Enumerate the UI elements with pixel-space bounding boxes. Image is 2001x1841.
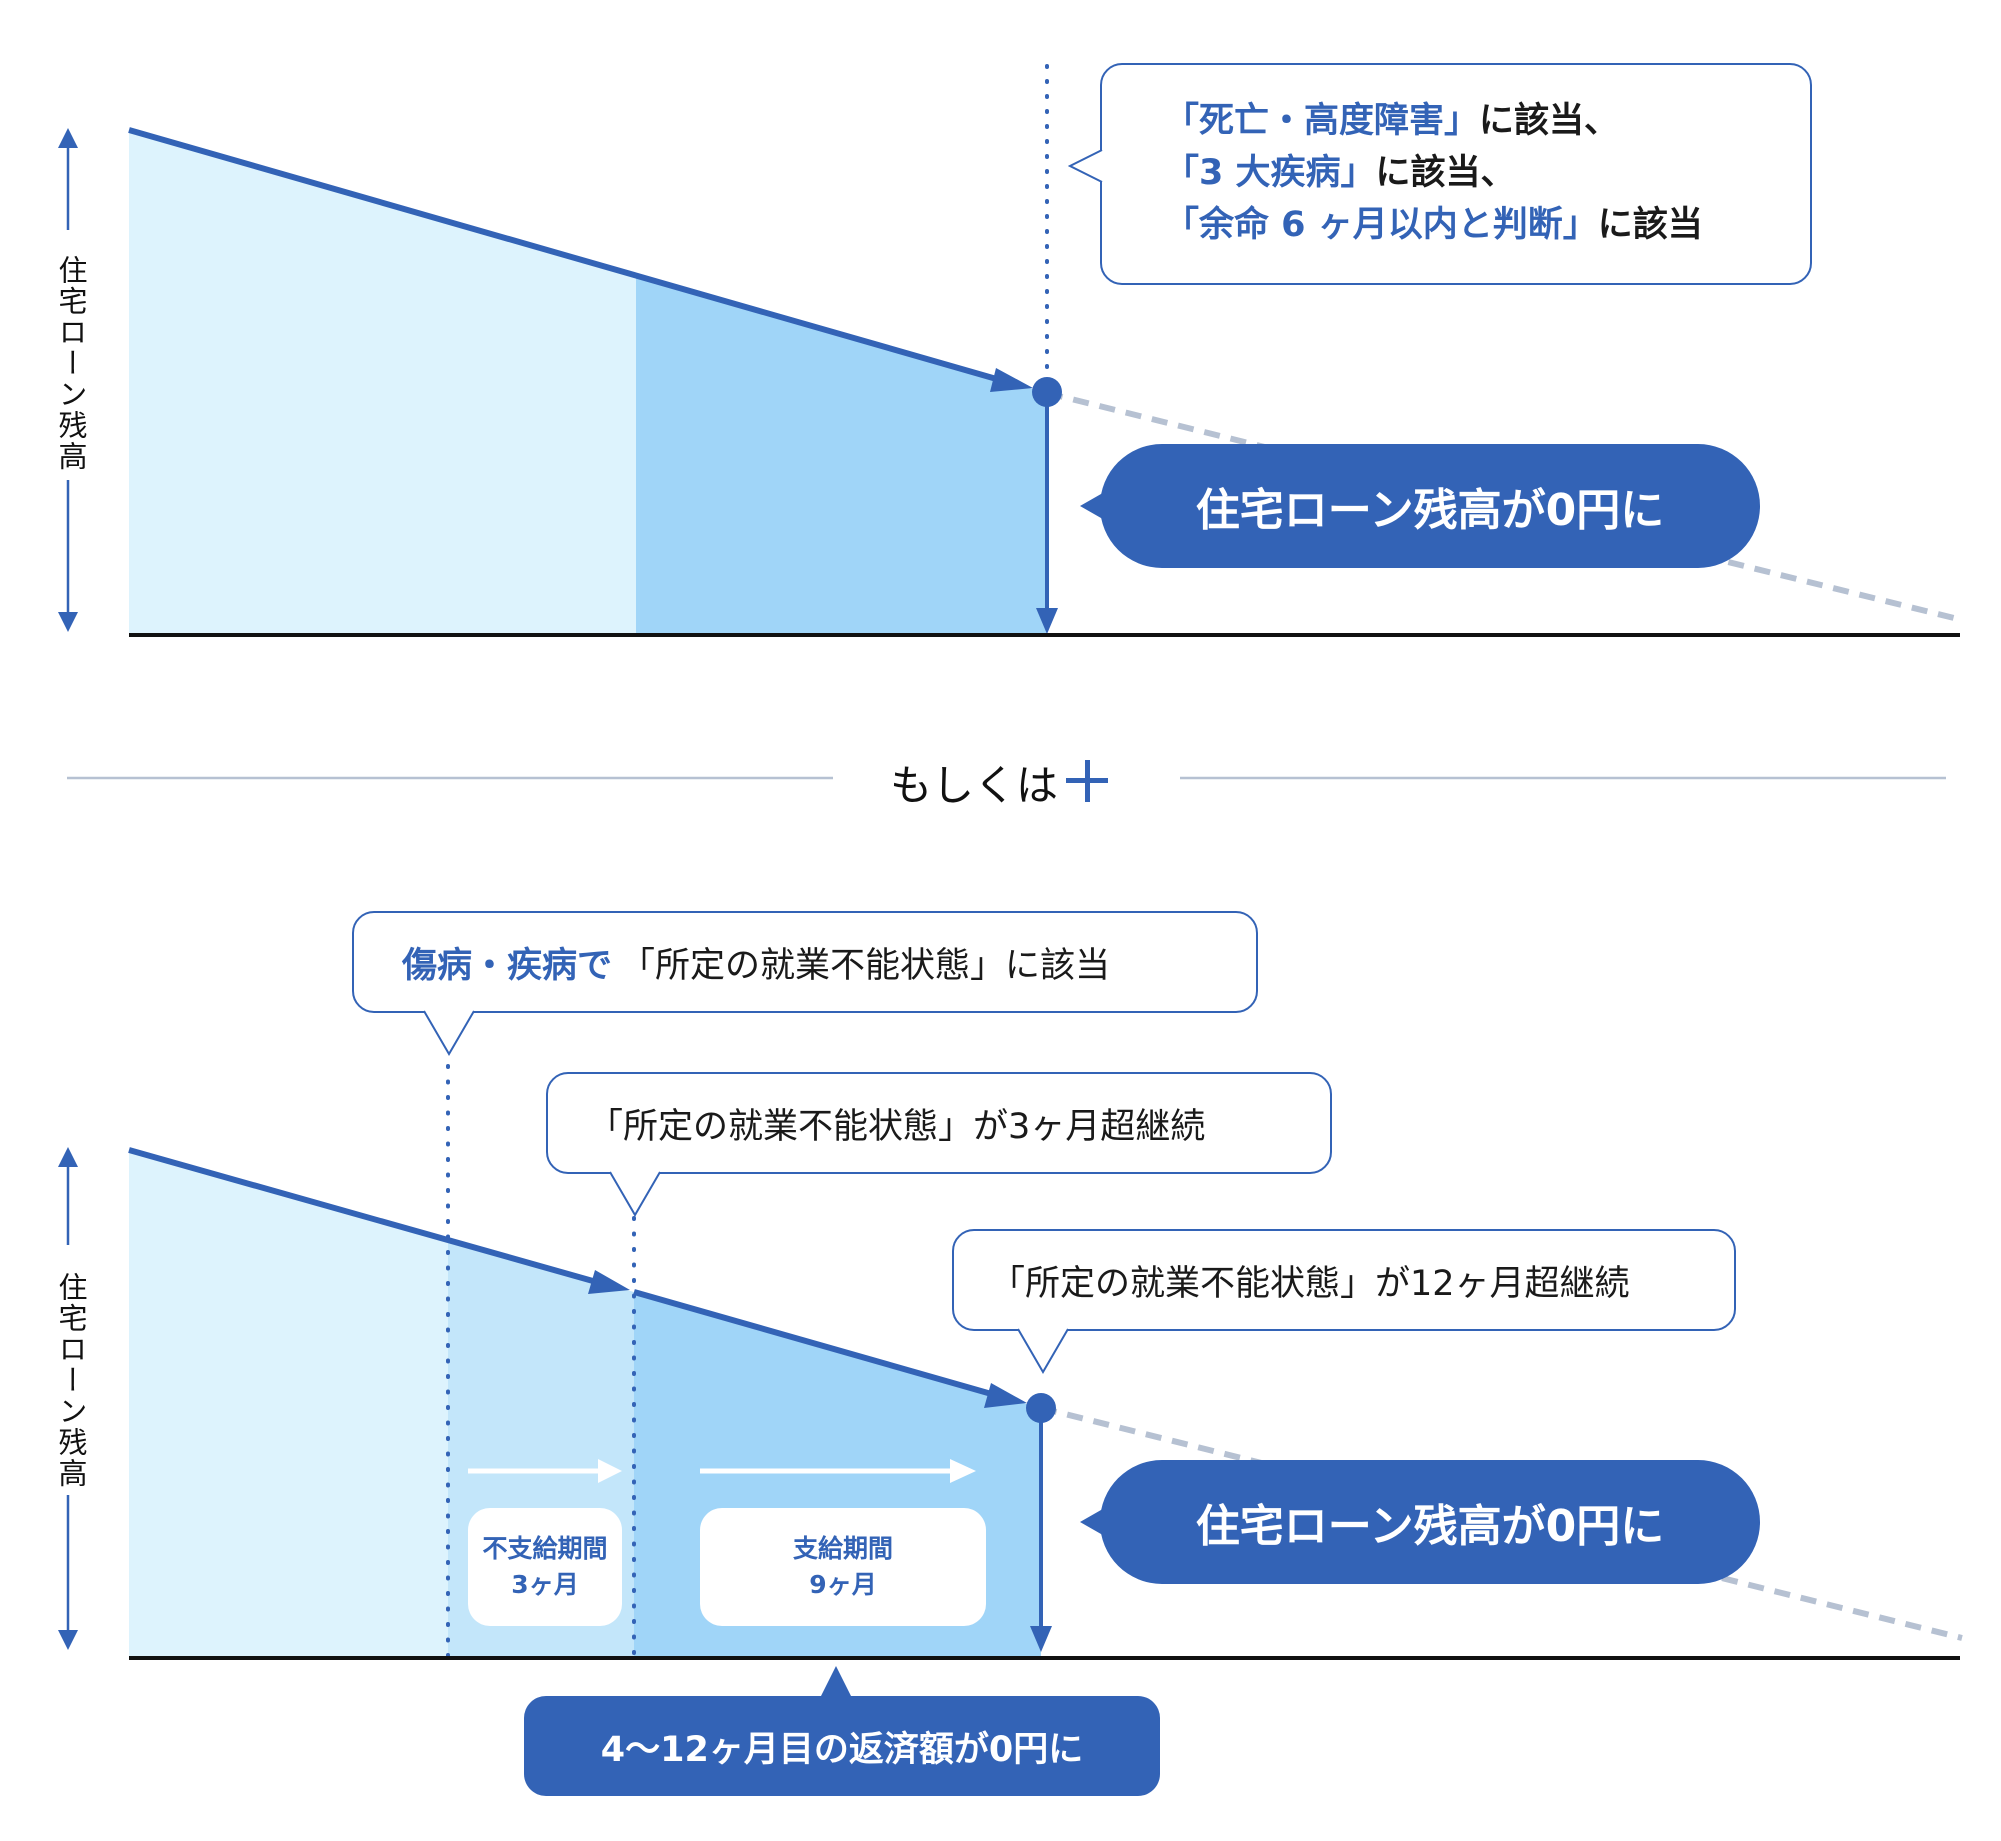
- payment-zero-pill-tail: [820, 1666, 852, 1698]
- top-condition-callout: 「死亡・高度障害」に該当、 「3 大疾病」に該当、 「余命 6 ヶ月以内と判断」…: [1100, 63, 1812, 285]
- bottom-y-axis-up-arrowhead: [58, 1147, 78, 1167]
- twelve-month-callout-text: 「所定の就業不能状態」が12ヶ月超継続: [990, 1263, 1630, 1304]
- nonpayment-period-arrowhead: [598, 1459, 622, 1483]
- nonpayment-period-box: 不支給期間 3ヶ月: [468, 1508, 622, 1626]
- payment-period-duration: 9ヶ月: [809, 1570, 877, 1599]
- top-area-recent-period: [636, 276, 1047, 635]
- top-y-axis-up-arrowhead: [58, 128, 78, 148]
- trigger-callout-rest: 「所定の就業不能状態」に該当: [620, 945, 1111, 986]
- bottom-balance-arrowhead-1: [588, 1270, 630, 1294]
- separator-label: もしくは: [890, 752, 1058, 813]
- trigger-callout-tail: [423, 1010, 475, 1056]
- nonpayment-period-title: 不支給期間: [482, 1533, 608, 1563]
- trigger-callout: 傷病・疾病で 「所定の就業不能状態」に該当: [352, 911, 1258, 1013]
- top-callout-line-3: 「余命 6 ヶ月以内と判断」に該当: [1164, 205, 1703, 245]
- top-callout-line-2: 「3 大疾病」に該当、: [1164, 153, 1516, 193]
- payment-period-arrowhead: [950, 1459, 976, 1483]
- three-month-callout: 「所定の就業不能状態」が3ヶ月超継続: [546, 1072, 1332, 1174]
- top-balance-arrowhead: [990, 368, 1033, 392]
- top-result-pill-tail: [1080, 490, 1108, 522]
- trigger-callout-highlight: 傷病・疾病で: [402, 945, 613, 986]
- bottom-result-pill: 住宅ローン残高が0円に: [1100, 1460, 1760, 1584]
- bottom-balance-arrowhead-2: [984, 1383, 1027, 1408]
- top-result-pill: 住宅ローン残高が0円に: [1100, 444, 1760, 568]
- bottom-drop-arrowhead: [1030, 1626, 1052, 1652]
- separator-text: もしくは: [890, 761, 1059, 810]
- top-balance-line: [128, 127, 1001, 383]
- bottom-event-point: [1026, 1393, 1056, 1423]
- top-callout-line-1: 「死亡・高度障害」に該当、: [1164, 101, 1620, 141]
- payment-period-box: 支給期間 9ヶ月: [700, 1508, 986, 1626]
- payment-zero-pill: 4～12ヶ月目の返済額が0円に: [524, 1696, 1160, 1796]
- top-diagram: [58, 64, 1963, 637]
- top-y-axis-label: 住宅ローン残高: [54, 255, 88, 472]
- top-y-axis-down-arrowhead: [58, 612, 78, 632]
- twelve-month-callout: 「所定の就業不能状態」が12ヶ月超継続: [952, 1229, 1736, 1331]
- top-callout-tail: [1068, 149, 1103, 183]
- bottom-balance-line-1: [128, 1147, 601, 1286]
- bottom-y-axis-label: 住宅ローン残高: [54, 1272, 88, 1489]
- top-event-point: [1032, 377, 1062, 407]
- top-area-paid-period: [129, 130, 636, 635]
- twelve-month-callout-tail: [1017, 1328, 1069, 1374]
- three-month-callout-text: 「所定の就業不能状態」が3ヶ月超継続: [588, 1106, 1206, 1147]
- bottom-balance-line-2: [633, 1289, 996, 1398]
- three-month-callout-tail: [609, 1171, 661, 1217]
- plus-icon: [1066, 760, 1108, 802]
- top-drop-arrowhead: [1036, 608, 1058, 634]
- bottom-y-axis-down-arrowhead: [58, 1630, 78, 1650]
- payment-period-title: 支給期間: [792, 1533, 893, 1563]
- nonpayment-period-duration: 3ヶ月: [511, 1570, 579, 1599]
- bottom-area-before: [129, 1150, 448, 1657]
- bottom-result-pill-tail: [1080, 1506, 1108, 1538]
